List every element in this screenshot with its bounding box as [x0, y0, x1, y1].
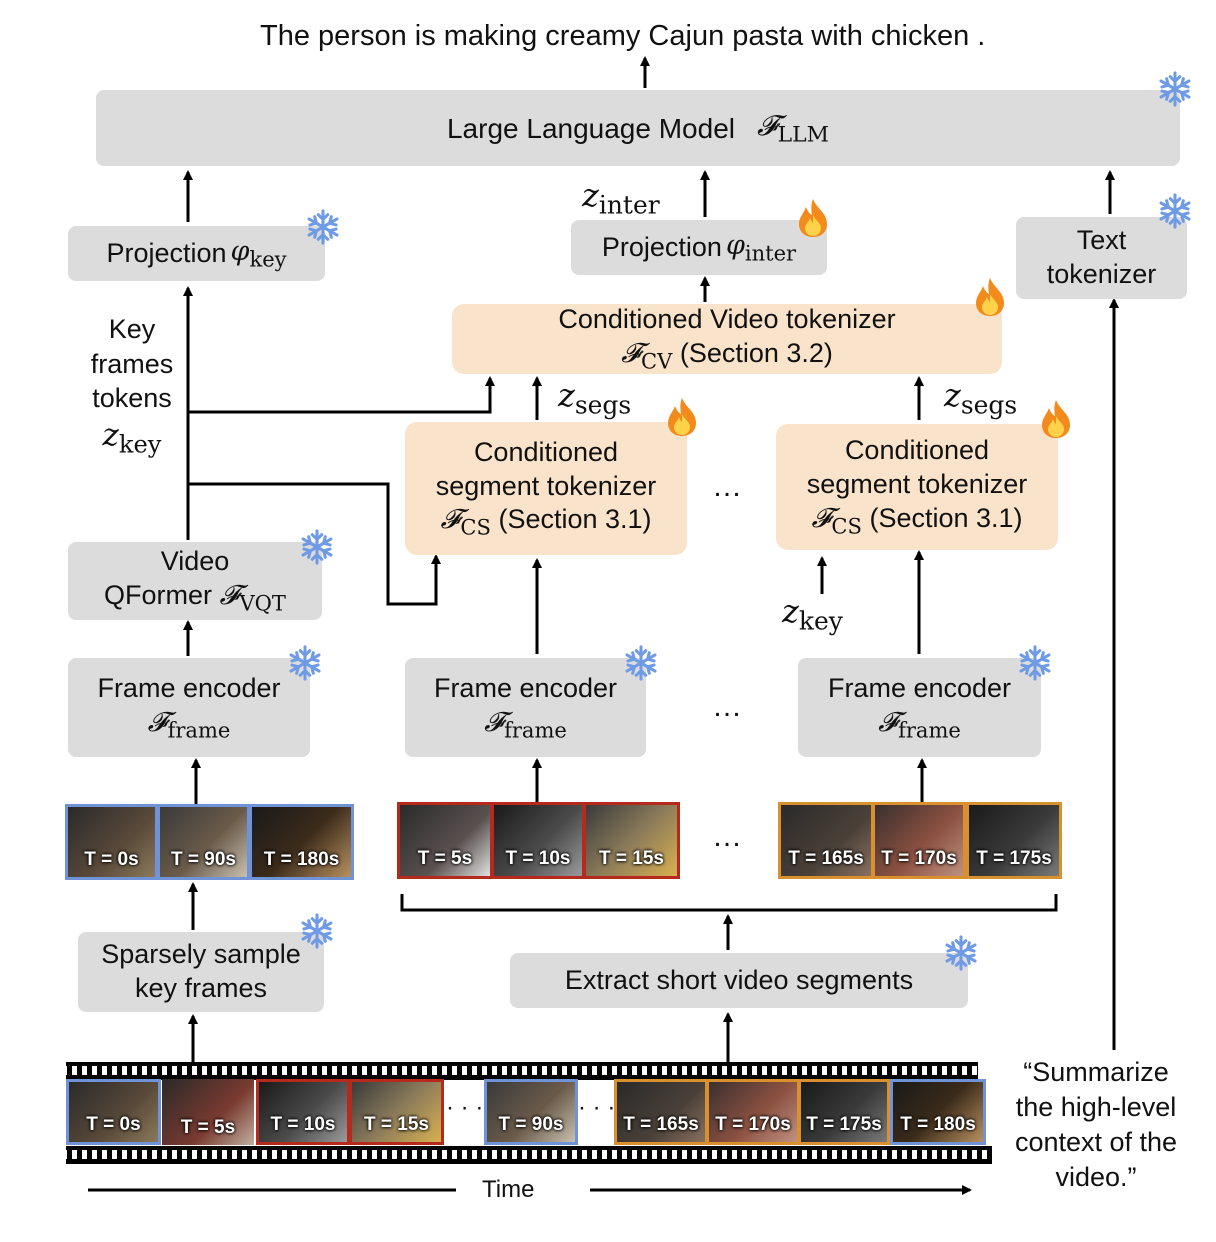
time-axis-label: Time: [482, 1176, 535, 1203]
extract-segments-box: Extract short video segments: [510, 953, 968, 1008]
strip-frame: T = 10s: [256, 1079, 350, 1145]
z-segs-label-2: zsegs: [944, 376, 1018, 420]
frame-encoder-box-3: Frame encoder 𝓕frame: [798, 658, 1041, 757]
snowflake-icon: [287, 645, 323, 681]
strip-dots-2: · · ·: [578, 1094, 616, 1121]
ellipsis-segment-tokenizers: …: [712, 470, 742, 503]
snowflake-icon: [299, 913, 335, 949]
projection-inter-box: Projection φinter: [571, 220, 827, 275]
snowflake-icon: [299, 529, 335, 565]
frame-encoder-box-2: Frame encoder 𝓕frame: [405, 658, 646, 757]
text-tokenizer-line2: tokenizer: [1046, 259, 1157, 289]
projection-inter-symbol: φinter: [725, 229, 797, 265]
sparse-sample-box: Sparsely sample key frames: [78, 932, 324, 1012]
branch-zkey-to-cv: [188, 376, 495, 414]
cv-tokenizer-title: Conditioned Video tokenizer: [558, 304, 896, 335]
snowflake-icon: [623, 645, 659, 681]
segments-brace: [400, 894, 1058, 912]
llm-box: Large Language Model 𝓕LLM: [96, 90, 1180, 166]
film-strip-bottom: [66, 1146, 992, 1164]
z-inter-label: zinter: [582, 176, 660, 220]
snowflake-icon: [1017, 645, 1053, 681]
film-strip-top: [66, 1062, 978, 1080]
cv-tokenizer-line2: 𝓕CV (Section 3.2): [621, 338, 833, 374]
z-segs-label-1: zsegs: [558, 376, 632, 420]
conditioned-segment-tokenizer-box-1: Conditioned segment tokenizer 𝓕CS (Secti…: [405, 422, 687, 555]
projection-key-box: Projection φkey: [68, 226, 325, 281]
strip-frame: T = 170s: [706, 1079, 800, 1145]
video-qformer-box: Video QFormer 𝓕VQT: [68, 542, 322, 620]
conditioned-video-tokenizer-box: Conditioned Video tokenizer 𝓕CV (Section…: [452, 304, 1002, 374]
key-frame-thumb: T = 180s: [249, 804, 354, 880]
llm-symbol: 𝓕LLM: [757, 108, 830, 148]
flame-icon: [668, 398, 696, 436]
projection-inter-label: Projection: [601, 231, 722, 262]
ellipsis-frame-encoders: …: [712, 690, 742, 723]
snowflake-icon: [1157, 71, 1193, 107]
segment-frame-thumb: T = 175s: [966, 802, 1062, 879]
key-frame-thumb: T = 0s: [65, 804, 158, 880]
output-sentence: The person is making creamy Cajun pasta …: [260, 20, 986, 52]
branch-zkey-to-cs: [188, 482, 441, 606]
snowflake-icon: [305, 209, 341, 245]
segment-frame-thumb: T = 15s: [583, 802, 680, 879]
segment-frame-thumb: T = 170s: [872, 802, 966, 879]
segment-frame-thumb: T = 165s: [778, 802, 874, 879]
key-frames-tokens-label: Key frames tokens zkey: [90, 314, 174, 458]
key-frame-thumb: T = 90s: [157, 804, 250, 880]
conditioned-segment-tokenizer-box-2: Conditioned segment tokenizer 𝓕CS (Secti…: [776, 424, 1058, 550]
strip-frame: T = 180s: [890, 1079, 986, 1145]
strip-frame: T = 5s: [162, 1079, 254, 1145]
flame-icon: [976, 278, 1004, 316]
strip-dots-1: · · ·: [446, 1094, 484, 1121]
strip-frame: T = 90s: [484, 1079, 578, 1145]
text-tokenizer-box: Text tokenizer: [1016, 217, 1187, 299]
frame-encoder-box-1: Frame encoder 𝓕frame: [68, 658, 310, 757]
prompt-text: “Summarize the high-level context of the…: [1014, 1057, 1178, 1193]
strip-frame: T = 175s: [798, 1079, 890, 1145]
flame-icon: [1042, 400, 1070, 438]
projection-key-label: Projection: [106, 237, 227, 268]
strip-frame: T = 0s: [66, 1079, 161, 1145]
z-key-label: zkey: [782, 592, 843, 636]
snowflake-icon: [1157, 193, 1193, 229]
flame-icon: [799, 199, 827, 237]
strip-frame: T = 165s: [614, 1079, 708, 1145]
ellipsis-segments: …: [712, 820, 742, 853]
text-tokenizer-line1: Text: [1076, 225, 1127, 256]
strip-frame: T = 15s: [349, 1079, 444, 1145]
projection-key-symbol: φkey: [230, 235, 287, 271]
segment-frame-thumb: T = 5s: [397, 802, 493, 879]
llm-label: Large Language Model: [446, 112, 735, 144]
snowflake-icon: [943, 935, 979, 971]
segment-frame-thumb: T = 10s: [491, 802, 585, 879]
